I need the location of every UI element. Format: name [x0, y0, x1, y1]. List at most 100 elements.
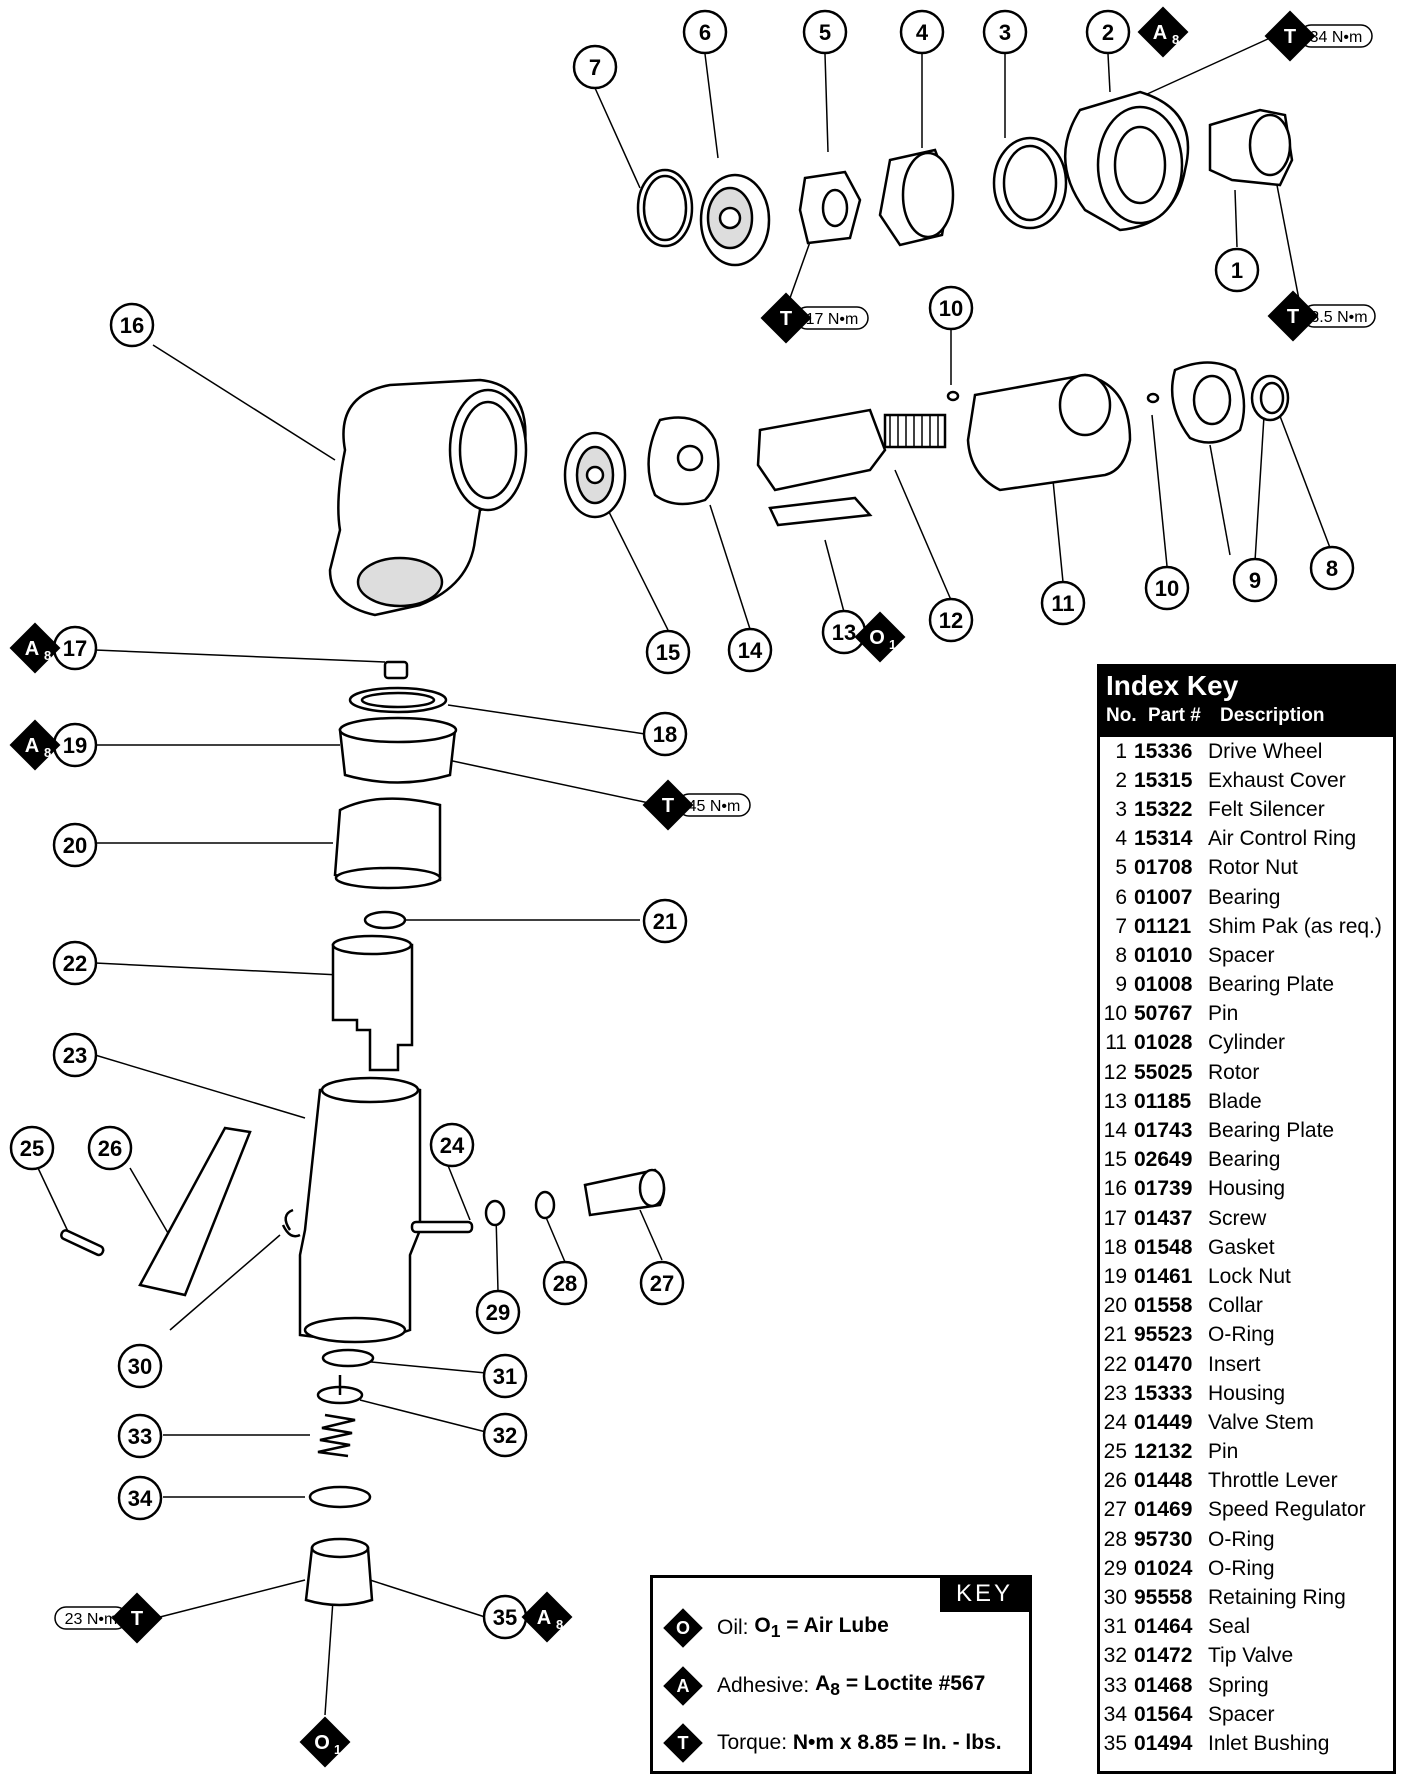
- index-key-row: 25 12132 Pin: [1100, 1438, 1393, 1467]
- torque-badge: 3.5 N•m: [1302, 304, 1376, 328]
- row-description: Screw: [1208, 1206, 1267, 1230]
- row-description: Spacer: [1208, 1702, 1275, 1726]
- row-no: 25: [1103, 1440, 1127, 1464]
- callout-number: 6: [699, 20, 711, 45]
- callout-number: 5: [819, 20, 831, 45]
- callout-33: 33: [117, 1413, 163, 1459]
- col-desc-header: Description: [1220, 705, 1325, 726]
- row-description: Lock Nut: [1208, 1264, 1291, 1288]
- row-part-number: 01010: [1134, 943, 1193, 967]
- callout-13: 13: [821, 609, 867, 655]
- row-part-number: 01448: [1134, 1469, 1193, 1493]
- torque-diamond-icon: T: [1264, 10, 1316, 62]
- row-part-number: 01437: [1134, 1206, 1193, 1230]
- svg-text:T: T: [662, 795, 674, 817]
- callout-27: 27: [639, 1260, 685, 1306]
- row-description: Blade: [1208, 1089, 1262, 1113]
- part-19-lock-nut: [338, 728, 457, 784]
- callout-number: 14: [738, 638, 763, 663]
- row-description: Speed Regulator: [1208, 1498, 1366, 1522]
- row-no: 33: [1103, 1673, 1127, 1697]
- row-part-number: 02649: [1134, 1148, 1193, 1172]
- row-no: 18: [1103, 1235, 1127, 1259]
- torque-diamond-icon: T: [663, 1723, 703, 1763]
- callout-30: 30: [117, 1343, 163, 1389]
- svg-text:1: 1: [334, 1742, 341, 1757]
- callout-14: 14: [727, 627, 773, 673]
- row-description: Rotor: [1208, 1060, 1260, 1084]
- legend-torque-label: Torque:: [717, 1731, 788, 1754]
- row-description: Valve Stem: [1208, 1410, 1314, 1434]
- callout-number: 13: [832, 620, 856, 645]
- callout-number: 2: [1102, 20, 1114, 45]
- svg-text:T: T: [1287, 306, 1299, 328]
- callout-6: 6: [682, 9, 728, 55]
- row-no: 21: [1103, 1323, 1127, 1347]
- part-13-blade: [768, 496, 873, 527]
- row-description: Pin: [1208, 1002, 1239, 1026]
- row-no: 27: [1103, 1498, 1127, 1522]
- row-description: Retaining Ring: [1208, 1586, 1346, 1610]
- torque-badge: 34 N•m: [1299, 24, 1373, 48]
- row-no: 2: [1115, 768, 1127, 792]
- row-description: Felt Silencer: [1208, 797, 1325, 821]
- row-part-number: 01008: [1134, 973, 1193, 997]
- index-key-header: Index Key No. Part # Description: [1100, 667, 1393, 737]
- callout-number: 4: [916, 20, 929, 45]
- callout-31: 31: [482, 1353, 528, 1399]
- row-part-number: 01548: [1134, 1235, 1193, 1259]
- row-no: 14: [1103, 1119, 1127, 1143]
- row-description: Pin: [1208, 1440, 1239, 1464]
- row-description: Housing: [1208, 1177, 1286, 1201]
- callout-7: 7: [572, 44, 618, 90]
- callout-number: 32: [493, 1423, 517, 1448]
- row-no: 35: [1103, 1731, 1127, 1755]
- row-no: 30: [1103, 1586, 1127, 1610]
- row-part-number: 55025: [1134, 1060, 1193, 1084]
- row-no: 8: [1115, 943, 1127, 967]
- callout-2: 2: [1085, 9, 1131, 55]
- row-part-number: 01470: [1134, 1352, 1193, 1376]
- callout-number: 26: [98, 1136, 122, 1161]
- row-description: Throttle Lever: [1208, 1469, 1338, 1493]
- row-no: 28: [1103, 1527, 1127, 1551]
- torque-diamond-icon: T: [760, 292, 812, 344]
- torque-value: 3.5 N•m: [1310, 309, 1367, 326]
- part-35-inlet-bushing: [304, 1546, 374, 1607]
- callout-1: 1: [1214, 247, 1260, 293]
- adhesive-diamond-icon: A: [663, 1666, 703, 1706]
- row-part-number: 15333: [1134, 1381, 1193, 1405]
- row-part-number: 01468: [1134, 1673, 1193, 1697]
- row-no: 11: [1105, 1031, 1127, 1055]
- part-25-pin: [60, 1229, 105, 1257]
- callout-number: 34: [128, 1486, 153, 1511]
- legend-oil-label: Oil:: [717, 1616, 749, 1639]
- row-description: Gasket: [1208, 1235, 1275, 1259]
- callout-number: 27: [650, 1271, 674, 1296]
- row-description: O-Ring: [1208, 1323, 1275, 1347]
- legend-adhesive: A Adhesive: A8 = Loctite #567: [663, 1666, 986, 1706]
- row-part-number: 01185: [1134, 1089, 1192, 1113]
- row-no: 5: [1115, 856, 1127, 880]
- row-no: 24: [1103, 1410, 1127, 1434]
- row-part-number: 12132: [1134, 1440, 1193, 1464]
- legend-torque: T Torque: N•m x 8.85 = In. - lbs.: [663, 1723, 1002, 1763]
- callout-9: 9: [1232, 557, 1278, 603]
- svg-text:A: A: [1153, 22, 1167, 44]
- callout-labels: 1234567891010111213141516171819202122232…: [9, 9, 1355, 1640]
